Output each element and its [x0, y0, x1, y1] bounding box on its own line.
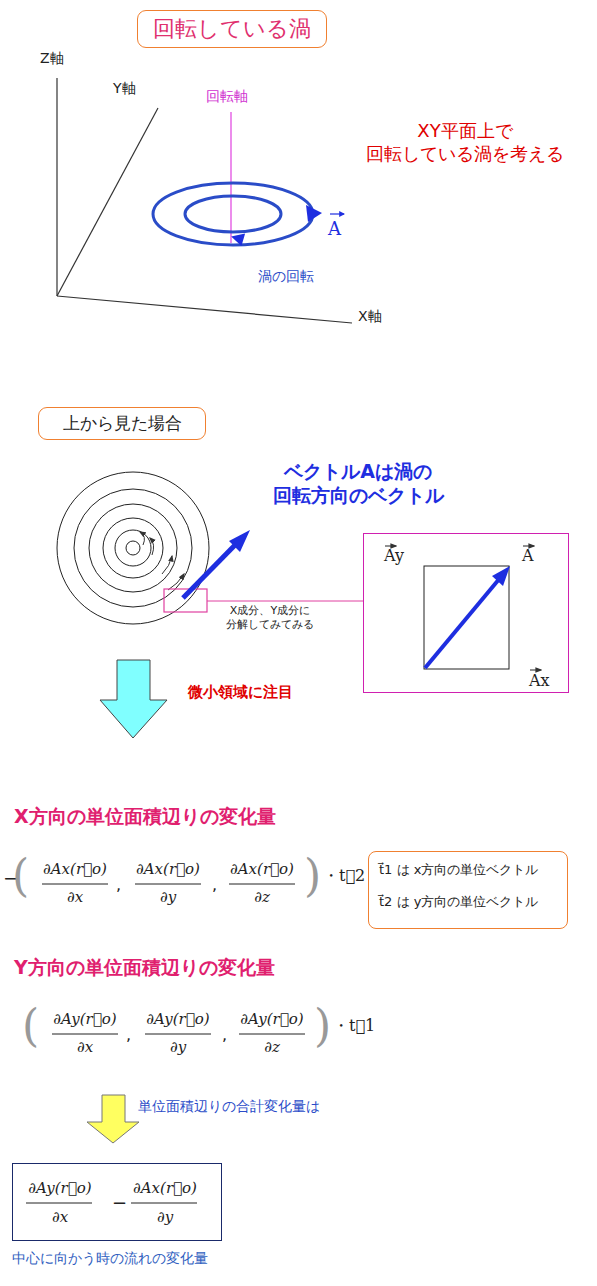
node-text: − [112, 1192, 127, 1215]
formula-term: ( [22, 998, 39, 1053]
component-box: Ay A Ax [363, 533, 569, 693]
axes [57, 78, 352, 323]
heading-box: 上から見た場合 [38, 407, 206, 440]
formula-term: ∂x [67, 888, 83, 907]
label: 中心に向かう時の流れの変化量 [12, 1250, 208, 1268]
formula-term: ・t⃗1 [333, 1016, 375, 1036]
formula-term: , [116, 875, 121, 895]
down-arrow [100, 660, 167, 738]
fraction-bars [26, 884, 305, 1203]
formula-term: ∂x [77, 1038, 93, 1057]
label: XY平面上で 回転している渦を考える [350, 120, 580, 165]
node-text: 回転している渦 [153, 15, 311, 43]
label: 単位面積辺りの合計変化量は [138, 1098, 320, 1116]
flow-arrows [140, 532, 184, 590]
formula-term: ∂Ay(r⃗o) [53, 1010, 116, 1029]
component-vector [425, 578, 500, 668]
note-box: t⃗1 は x方向の単位ベクトル t⃗2 は y方向の単位ベクトル [368, 851, 568, 929]
node-text: ∂x [52, 1208, 68, 1227]
node-text: A [522, 546, 534, 566]
formula-term: ∂z [254, 888, 270, 907]
node-text: Ax [529, 671, 550, 691]
formula-term: , [212, 875, 217, 895]
label: ベクトルAは渦の 回転方向のベクトル [243, 460, 473, 508]
vector-a-arrowhead [229, 530, 250, 552]
formula-term: ∂Ax(r⃗o) [230, 860, 294, 879]
top-view-circles [57, 472, 209, 624]
formula-term: ∂Ax(r⃗o) [136, 860, 200, 879]
formula-term: , [222, 1025, 227, 1045]
formula-term: ) [314, 998, 331, 1053]
label: X成分、Y成分に 分解してみてみる [205, 604, 335, 632]
node-text: ∂Ay(r⃗o) [28, 1179, 91, 1198]
formula-term: , [126, 1025, 131, 1045]
label: X軸 [358, 308, 382, 326]
down-arrow [87, 1095, 139, 1143]
label: X方向の単位面積辺りの変化量 [14, 805, 276, 829]
formula-term: ・t⃗2 [323, 866, 365, 886]
formula-term: ) [304, 848, 321, 903]
node-text: Ay [384, 546, 404, 566]
node-text: t⃗1 は x方向の単位ベクトル [379, 862, 538, 878]
node-text: t⃗2 は y方向の単位ベクトル [379, 894, 538, 910]
label: 微小領域に注目 [188, 683, 293, 702]
label: 回転軸 [206, 88, 248, 106]
formula-term: ∂y [170, 1038, 186, 1057]
node-text: ∂y [157, 1208, 173, 1227]
rotation-axis [230, 112, 231, 243]
node-text: 上から見た場合 [63, 413, 182, 434]
label: Y方向の単位面積辺りの変化量 [14, 956, 275, 980]
formula-term: ∂z [264, 1038, 280, 1057]
vector-arrow-mark [330, 213, 344, 214]
vortex [153, 183, 313, 245]
heading-box: 回転している渦 [137, 10, 327, 48]
label: A [328, 218, 341, 241]
vortex-arrowhead [230, 231, 245, 246]
label: Z軸 [40, 50, 64, 68]
formula-term: ∂y [160, 888, 176, 907]
formula-term: ∂Ax(r⃗o) [43, 860, 107, 879]
formula-term: ∂Ay(r⃗o) [146, 1010, 209, 1029]
vector-a-arrow [183, 543, 237, 598]
formula-term: ∂Ay(r⃗o) [240, 1010, 303, 1029]
formula-term: ( [12, 848, 29, 903]
leader-line [207, 601, 363, 602]
vector-marks [385, 546, 541, 670]
label: 渦の回転 [258, 268, 314, 286]
node-text: ∂Ax(r⃗o) [133, 1179, 197, 1198]
label: Y軸 [113, 80, 136, 98]
vortex-arrowhead [306, 205, 322, 222]
result-box: ∂Ay(r⃗o) ∂x −∂Ax(r⃗o) ∂y [12, 1163, 222, 1241]
component-square [424, 566, 509, 669]
component-vector-head [492, 566, 510, 586]
